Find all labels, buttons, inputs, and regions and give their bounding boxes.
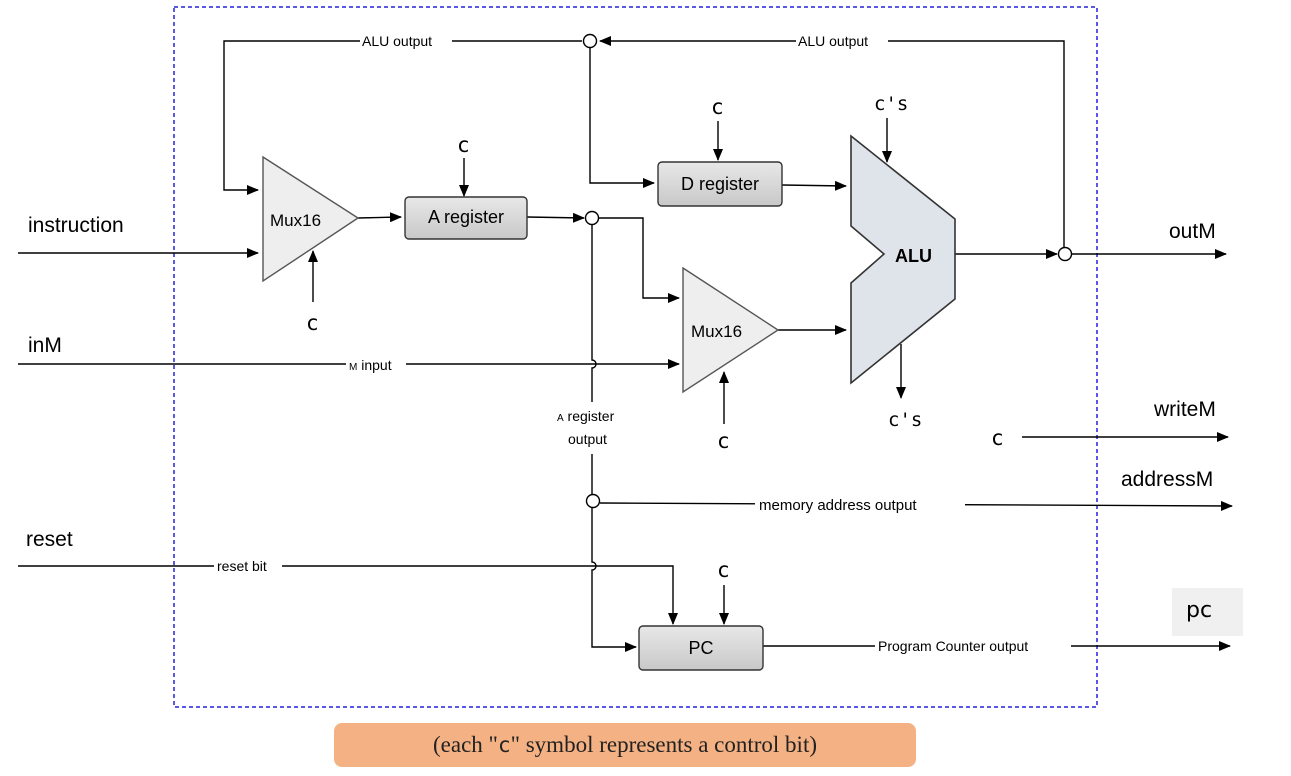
caption-before: (each ": [433, 732, 498, 757]
d-to-alu-wire: [781, 180, 847, 191]
program-counter-output-label: Program Counter output: [878, 638, 1028, 654]
a-to-mux-b-wire: [599, 217, 680, 303]
mux-a-output-wire: [357, 212, 402, 223]
mux16-a-label: Mux16: [270, 211, 321, 230]
control-bit-mux-b: c: [717, 429, 730, 453]
alu: [850, 134, 956, 385]
writem-label: writeM: [1153, 398, 1216, 421]
a-register-junction: [584, 210, 600, 226]
alu-output-right-wire: [599, 36, 1065, 248]
alu-feedback-junction: [582, 33, 598, 49]
caption-symbol: c: [497, 733, 511, 757]
control-bit-pc: c: [717, 558, 730, 582]
a-register-output-line1: register: [564, 408, 615, 424]
pc-component: [638, 625, 764, 671]
m-input-text: input: [357, 357, 391, 373]
pc-output-label: pc: [1186, 598, 1213, 623]
a-register-output-label: A register: [557, 408, 615, 424]
alu-label: ALU: [895, 246, 932, 266]
mux16-b: [682, 266, 780, 394]
mux16-a: [262, 155, 360, 283]
memory-address-output-label: memory address output: [759, 497, 917, 514]
alu-output-label-right: ALU output: [798, 33, 868, 49]
address-junction: [585, 493, 601, 509]
alu-control-bits-bottom: c's: [888, 409, 922, 431]
addressm-label: addressM: [1121, 468, 1213, 491]
a-register-to-pc-wire: [591, 508, 637, 652]
a-register-output-wire: [526, 212, 585, 223]
m-input-small: M: [349, 362, 357, 373]
a-register-label: A register: [428, 207, 504, 227]
control-bit-mux-a: c: [306, 311, 319, 335]
caption: (each "c" symbol represents a control bi…: [334, 723, 916, 767]
outm-label: outM: [1169, 220, 1216, 243]
mux16-b-label: Mux16: [691, 322, 742, 341]
chip-boundary: [173, 6, 1098, 708]
a-register-output-label-2: output: [568, 431, 607, 447]
a-register: [404, 196, 528, 240]
alu-control-bits-top: c's: [874, 93, 908, 115]
control-bit-a-register: c: [457, 133, 470, 157]
control-bit-writem: c: [991, 426, 1004, 450]
m-input-label: M input: [349, 357, 392, 373]
alu-output-label-left: ALU output: [362, 33, 432, 49]
d-register-input-wire: [589, 48, 655, 188]
outm-junction: [1057, 246, 1073, 262]
a-register-output-small: A: [557, 413, 564, 424]
pc-component-label: PC: [688, 638, 713, 658]
inm-label: inM: [28, 334, 62, 357]
a-register-down-wire: [591, 225, 597, 402]
reset-label: reset: [26, 528, 73, 551]
pc-output-box: pc: [1172, 588, 1243, 636]
reset-bit-label: reset bit: [217, 558, 267, 574]
control-bit-d-register: c: [711, 95, 724, 119]
d-register-label: D register: [681, 174, 759, 194]
reset-wire: [18, 565, 678, 625]
instruction-label: instruction: [28, 214, 124, 237]
caption-after: " symbol represents a control bit): [510, 732, 817, 757]
d-register: [657, 161, 783, 207]
